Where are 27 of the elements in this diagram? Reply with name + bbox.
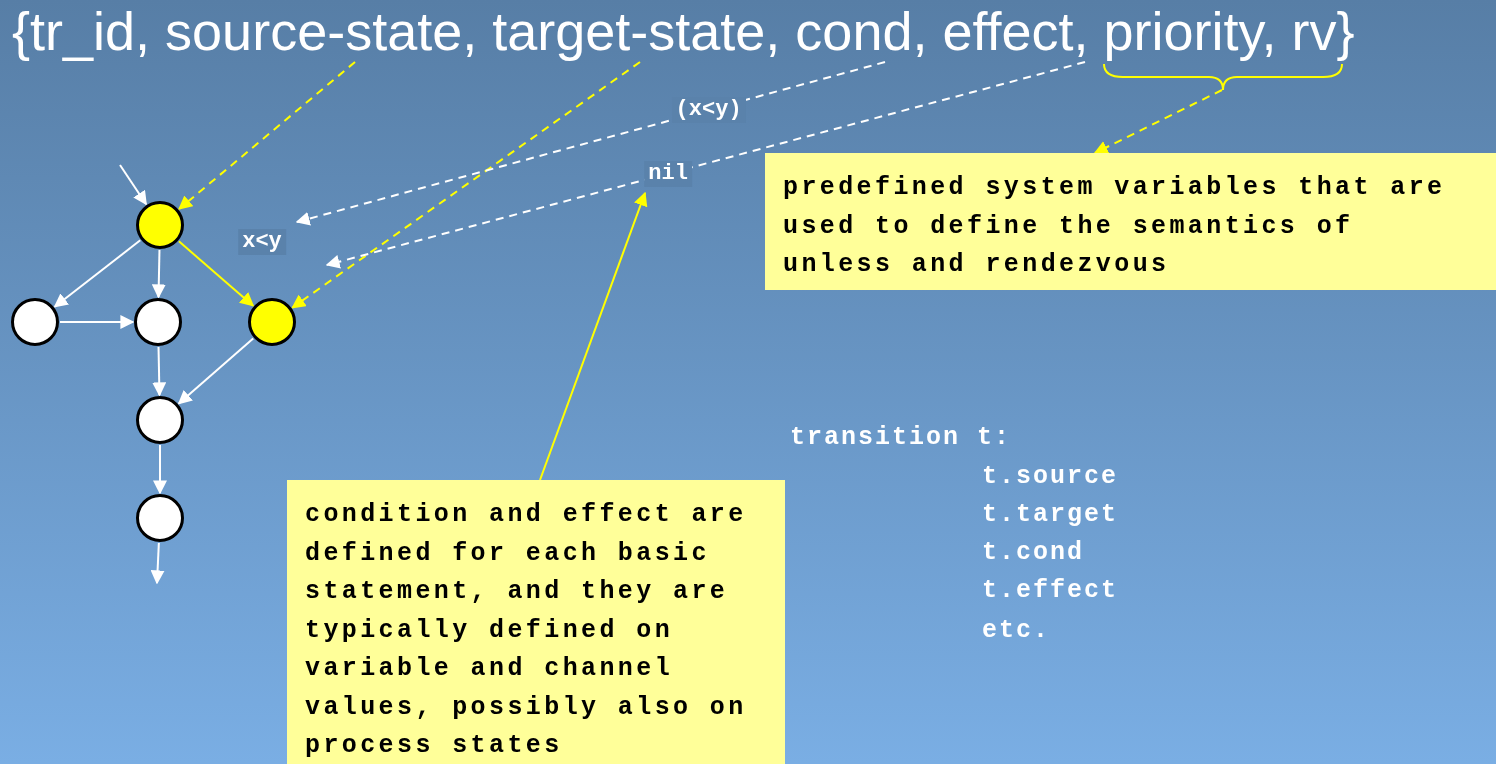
arrow	[539, 191, 648, 481]
dashed-arrow	[295, 61, 886, 226]
arrow	[152, 346, 167, 397]
edge-label: (x<y)	[671, 97, 746, 123]
edge-label: x<y	[238, 228, 286, 255]
edge-label: nil	[644, 160, 692, 187]
dashed-arrow	[291, 61, 641, 309]
code-text: etc.	[982, 617, 1050, 645]
dashed-arrow	[325, 61, 1086, 269]
arrow	[151, 249, 166, 299]
arrow	[53, 239, 142, 308]
dashed-arrow	[178, 61, 356, 210]
tuple-heading: {tr_id, source-state, target-state, cond, effect, priority, rv}	[12, 0, 1412, 62]
arrow	[177, 240, 255, 307]
dashed-arrow	[1093, 89, 1223, 154]
curly-brace	[1103, 64, 1343, 90]
arrow	[153, 444, 167, 495]
code-text: t.source	[982, 463, 1119, 491]
code-text: t.cond	[982, 539, 1084, 567]
arrow	[150, 541, 165, 585]
arrow	[59, 315, 135, 329]
code-text: t.target	[982, 501, 1119, 529]
note-box: predefined system variables that are used to define the semantics of unless and rendezvous	[765, 153, 1496, 290]
arrow	[177, 337, 255, 405]
code-text: transition t:	[790, 424, 1012, 452]
code-text: t.effect	[982, 577, 1119, 605]
note-box: condition and effect are defined for each basic statement, and they are typically defined on variable and channel values, possibly also on process states	[287, 480, 785, 764]
